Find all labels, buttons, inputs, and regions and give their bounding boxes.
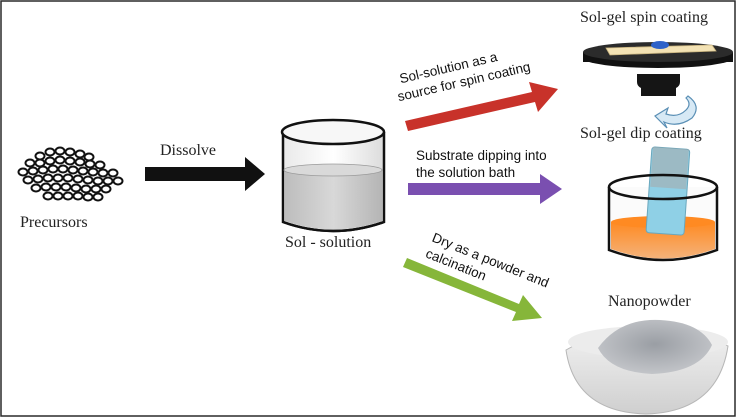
precursor-beads-icon [17,146,124,202]
nanopowder-label: Nanopowder [608,293,691,310]
dissolve-arrow [145,157,265,191]
spin-coating-arrow [405,82,558,131]
spin-coater-icon [583,41,733,129]
powder-arrow [403,258,542,321]
dip-arrow-caption: Substrate dipping into the solution bath [416,147,547,181]
dip-coating-title: Sol-gel dip coating [580,125,702,142]
nanopowder-bowl-icon [565,319,729,415]
precursors-label: Precursors [20,214,88,231]
dissolve-label: Dissolve [160,142,216,159]
dip-coating-beaker-icon [607,146,719,262]
spin-coating-title: Sol-gel spin coating [580,9,708,26]
dip-coating-arrow [408,174,562,204]
sol-solution-label: Sol - solution [285,234,372,251]
sol-solution-beaker-icon [280,118,386,233]
dip-arrow-caption-line1: Substrate dipping into [416,148,547,163]
dip-arrow-caption-line2: the solution bath [416,165,516,180]
